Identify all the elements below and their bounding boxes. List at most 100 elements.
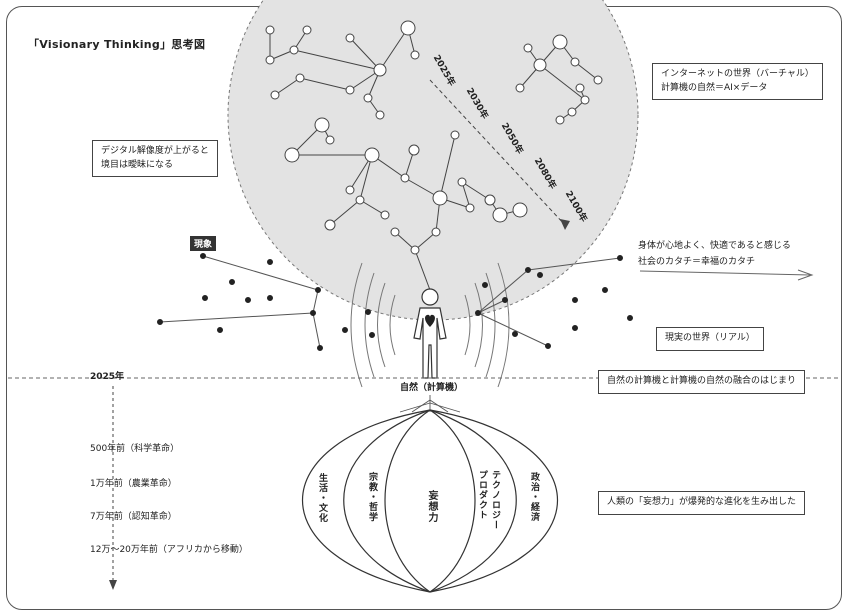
genshou-tag: 現象 [190, 236, 217, 251]
network-node [270, 90, 280, 100]
network-node [355, 195, 365, 205]
network-node [345, 33, 355, 43]
network-edge [359, 154, 373, 201]
network-node [284, 147, 300, 163]
scatter-link [202, 255, 319, 291]
network-edge [299, 77, 351, 91]
network-node [512, 202, 528, 218]
person-figure [413, 288, 447, 379]
scatter-dot [537, 272, 543, 278]
network-node [325, 135, 335, 145]
network-node [580, 95, 590, 105]
comfort-arrow-head [797, 269, 814, 281]
network-node [567, 107, 577, 117]
heart-icon [425, 314, 435, 327]
scatter-dot [317, 345, 323, 351]
network-edge [439, 134, 456, 199]
scatter-dot [572, 325, 578, 331]
network-node [484, 194, 496, 206]
network-node [295, 73, 305, 83]
scatter-dot [315, 287, 321, 293]
scatter-dot [602, 287, 608, 293]
network-edge [414, 231, 437, 251]
internet-world-line-1: インターネットの世界（バーチャル） [661, 69, 814, 79]
petal-label-religion-philosophy: 宗教・哲学 [367, 472, 377, 522]
scatter-dot [310, 310, 316, 316]
scatter-dot [157, 319, 163, 325]
scatter-dot [572, 297, 578, 303]
scatter-dot [217, 327, 223, 333]
network-node [265, 55, 275, 65]
internet-world-line-2: 計算機の自然＝AI×データ [661, 82, 768, 93]
root-lines [399, 395, 461, 413]
scatter-dot [627, 315, 633, 321]
scatter-link [477, 312, 549, 347]
real-world-box: 現実の世界（リアル） [656, 327, 764, 351]
network-node [265, 25, 275, 35]
digital-resolution-line-1: デジタル解像度が上がると [101, 146, 209, 156]
scatter-dot [545, 343, 551, 349]
comfort-line-1: 身体が心地よく、快適であると感じる [638, 241, 791, 251]
scatter-dot [475, 310, 481, 316]
network-node [380, 210, 390, 220]
imagination-box: 人類の「妄想力」が爆発的な進化を生み出した [598, 491, 806, 515]
network-edge [379, 27, 409, 71]
network-node [364, 147, 380, 163]
network-node [457, 177, 467, 187]
network-edge [349, 37, 381, 71]
network-node [390, 227, 400, 237]
network-node [515, 83, 525, 93]
timeline-item-2: 1万年前（農業革命） [90, 479, 177, 489]
network-edge [461, 181, 491, 201]
scatter-dot [617, 255, 623, 261]
network-node [410, 245, 420, 255]
petal-label-technology-product: テクノロジー プロダクト [477, 470, 500, 530]
comfort-line-2: 社会のカタチ＝幸福のカタチ [638, 257, 756, 268]
network-node [575, 83, 585, 93]
waves-left [350, 262, 396, 388]
scatter-link [312, 312, 321, 349]
network-node [408, 144, 420, 156]
network-node [450, 130, 460, 140]
scatter-dot [202, 295, 208, 301]
network-node [345, 85, 355, 95]
scatter-dot [502, 297, 508, 303]
scatter-dot [482, 282, 488, 288]
scatter-link [477, 269, 529, 314]
petal-label-imagination: 妄想力 [426, 490, 437, 523]
network-node [375, 110, 385, 120]
network-node [373, 63, 387, 77]
network-edge [359, 199, 386, 216]
timeline-item-3: 7万年前（認知革命） [90, 512, 177, 522]
timeline-current-year: 2025年 [90, 372, 125, 382]
network-node [432, 190, 448, 206]
years-arrow-line [429, 79, 566, 226]
comfort-text: 身体が心地よく、快適であると感じる 社会のカタチ＝幸福のカタチ [638, 240, 791, 268]
network-node [400, 173, 410, 183]
network-node [492, 207, 508, 223]
scatter-dot [229, 279, 235, 285]
network-edge [574, 61, 599, 81]
timeline-arrow-head [109, 580, 117, 590]
network-node [555, 115, 565, 125]
timeline-item-4: 12万〜20万年前（アフリカから移動） [90, 545, 248, 555]
internet-world-box: インターネットの世界（バーチャル） 計算機の自然＝AI×データ [652, 63, 823, 100]
network-node [570, 57, 580, 67]
petal-label-life-culture: 生活・文化 [317, 473, 327, 523]
network-edge [329, 199, 361, 226]
scatter-dot [525, 267, 531, 273]
network-node [523, 43, 533, 53]
scatter-dots [157, 253, 633, 351]
scatter-link [477, 299, 506, 314]
scatter-dot [342, 327, 348, 333]
waves-right [464, 262, 510, 388]
petal-lines [301, 409, 559, 593]
digital-resolution-box: デジタル解像度が上がると 境目は曖昧になる [92, 140, 218, 177]
network-edge [414, 249, 431, 291]
network-node [552, 34, 568, 50]
fusion-box: 自然の計算機と計算機の自然の融合のはじまり [598, 370, 806, 394]
scatter-dot [200, 253, 206, 259]
network-node [324, 219, 336, 231]
scatter-dot [245, 297, 251, 303]
